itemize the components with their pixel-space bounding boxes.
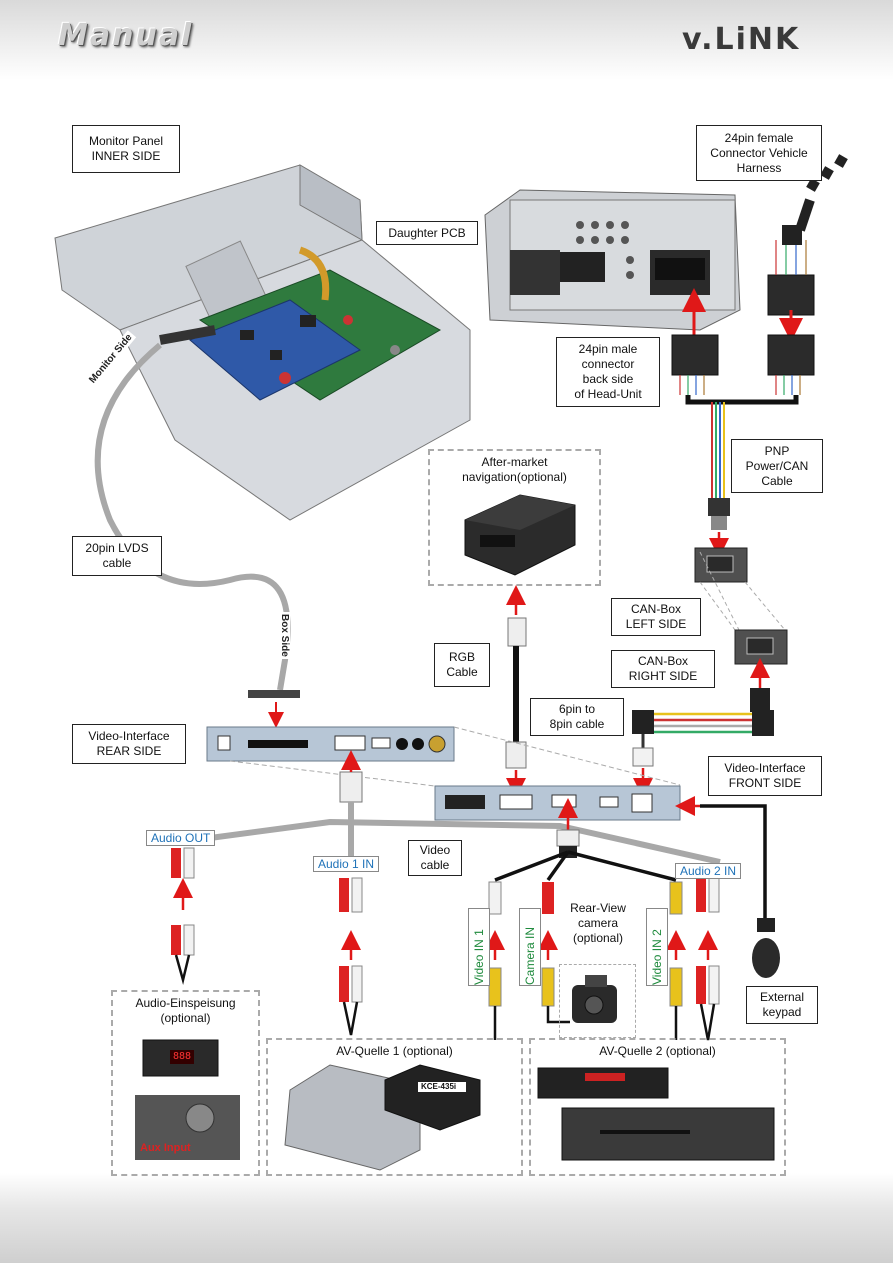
aftermarket-nav-device	[464, 494, 576, 576]
tag-audio2-in: Audio 2 IN	[675, 863, 742, 879]
manual-title: Manual	[58, 18, 194, 53]
rear-view-camera-device	[572, 975, 617, 1023]
label-pnp-cable: PNP Power/CAN Cable	[731, 439, 823, 493]
label-24pin-male: 24pin male connector back side of Head-U…	[556, 337, 660, 407]
label-video-cable: Video cable	[408, 840, 462, 876]
box-av-quelle1-title: AV-Quelle 1 (optional)	[336, 1044, 453, 1058]
label-vi-rear: Video-Interface REAR SIDE	[72, 724, 186, 764]
tag-camera-in: Camera IN	[519, 908, 541, 986]
label-external-keypad: External keypad	[746, 986, 818, 1024]
box-av-quelle1: AV-Quelle 1 (optional)	[266, 1038, 523, 1176]
label-daughter-pcb: Daughter PCB	[376, 221, 478, 245]
page-header	[0, 0, 893, 80]
head-unit-device	[484, 189, 741, 331]
tag-video-in2: Video IN 2	[646, 908, 668, 986]
aux-input-text: Aux Input	[140, 1142, 191, 1154]
tag-audio-out: Audio OUT	[146, 830, 216, 846]
kce-label-plate	[418, 1082, 466, 1092]
label-24pin-female: 24pin female Connector Vehicle Harness	[696, 125, 822, 181]
amp-display-digits: 888	[173, 1051, 192, 1062]
video-interface-front-device	[434, 785, 681, 821]
box-audio-einspeisung: Audio-Einspeisung (optional)	[111, 990, 260, 1176]
label-can-box-right: CAN-Box RIGHT SIDE	[611, 650, 715, 688]
tag-video-in1: Video IN 1	[468, 908, 490, 986]
page-footer	[0, 1173, 893, 1263]
brand-logo: v.LiNK	[682, 22, 801, 57]
label-monitor-panel: Monitor Panel INNER SIDE	[72, 125, 180, 173]
label-rgb-cable: RGB Cable	[434, 643, 490, 687]
box-av-quelle2: AV-Quelle 2 (optional)	[529, 1038, 786, 1176]
box-aftermarket-nav-title: After-market navigation(optional)	[462, 455, 567, 484]
label-can-box-left: CAN-Box LEFT SIDE	[611, 598, 701, 636]
label-6pin-8pin-cable: 6pin to 8pin cable	[530, 698, 624, 736]
video-interface-rear-device	[206, 726, 455, 762]
kce-label: KCE-435i	[421, 1082, 457, 1091]
label-lvds-cable: 20pin LVDS cable	[72, 536, 162, 576]
box-av-quelle2-title: AV-Quelle 2 (optional)	[599, 1044, 716, 1058]
label-box-side: Box Side	[279, 612, 290, 659]
box-aftermarket-nav: After-market navigation(optional)	[428, 449, 601, 586]
label-rear-view-camera: Rear-View camera (optional)	[562, 896, 634, 950]
tag-audio1-in: Audio 1 IN	[313, 856, 380, 872]
amp-display	[170, 1050, 194, 1064]
label-vi-front: Video-Interface FRONT SIDE	[708, 756, 822, 796]
box-rear-view-camera-frame	[559, 964, 636, 1038]
box-audio-einspeisung-title: Audio-Einspeisung (optional)	[135, 996, 236, 1025]
monitor-panel-device	[54, 164, 471, 521]
